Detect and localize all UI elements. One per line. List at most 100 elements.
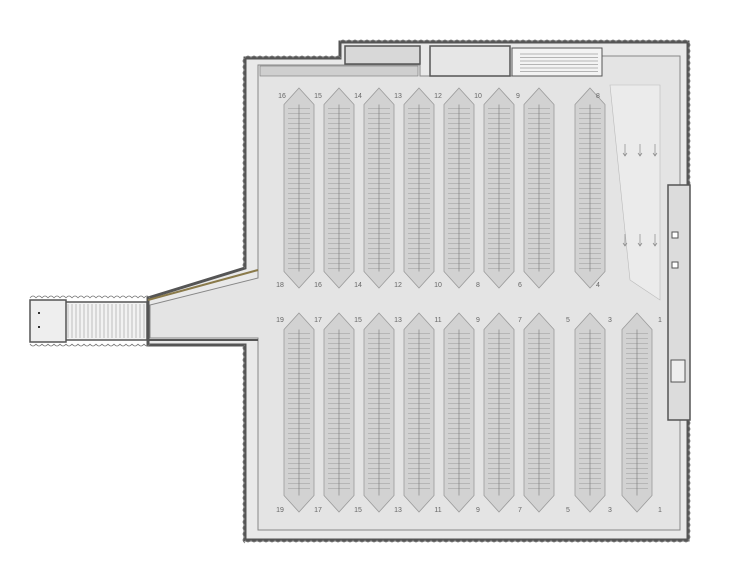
wall-tooth (435, 39, 443, 43)
wall-tooth (670, 539, 678, 543)
wall-tooth (549, 39, 557, 43)
wall-tooth (143, 295, 151, 299)
wall-tooth (242, 249, 246, 257)
wall-tooth (687, 521, 691, 529)
wall-tooth (682, 539, 690, 543)
wall-tooth (466, 539, 474, 543)
wall-tooth (242, 93, 246, 101)
wall-tooth (687, 161, 691, 169)
bridge-dot-2 (38, 326, 40, 328)
bay-number: 9 (516, 93, 520, 100)
wall-tooth (687, 425, 691, 433)
wall-tooth (358, 539, 366, 543)
wall-tooth (53, 343, 61, 347)
wall-tooth (687, 173, 691, 181)
wall-tooth (304, 55, 312, 59)
wall-tooth (242, 165, 246, 173)
wall-tooth (107, 343, 115, 347)
bay-number: 15 (354, 507, 362, 514)
wall-tooth (687, 47, 691, 55)
wall-tooth (298, 55, 306, 59)
bridge-stair-lines (67, 304, 145, 338)
wall-tooth (388, 539, 396, 543)
wall-tooth (627, 39, 635, 43)
wall-tooth (478, 539, 486, 543)
wall-tooth (471, 39, 479, 43)
wall-tooth (550, 539, 558, 543)
wall-tooth (640, 539, 648, 543)
wall-tooth (242, 213, 246, 221)
wall-tooth (687, 41, 691, 49)
bay-number: 16 (278, 93, 286, 100)
storage-bay (283, 87, 315, 289)
wall-tooth (687, 71, 691, 79)
wall-tooth (669, 39, 677, 43)
wall-tooth (334, 55, 342, 59)
wall-tooth (562, 539, 570, 543)
wall-tooth (131, 295, 139, 299)
wall-tooth (310, 55, 318, 59)
storage-bay (483, 87, 515, 289)
wall-tooth (143, 343, 151, 347)
wall-tooth (242, 105, 246, 113)
wall-tooth (242, 207, 246, 215)
bay-number: 11 (434, 507, 441, 514)
wall-tooth (346, 539, 354, 543)
bay-number: 9 (476, 317, 480, 324)
storage-bay (323, 312, 355, 513)
bay-number: 16 (314, 282, 322, 289)
wall-tooth (242, 99, 246, 107)
wall-tooth (137, 343, 145, 347)
wall-tooth (411, 39, 419, 43)
wall-tooth (370, 539, 378, 543)
wall-tooth (242, 231, 246, 239)
wall-tooth (262, 539, 270, 543)
wall-tooth (687, 149, 691, 157)
service-room (344, 45, 421, 65)
wall-tooth (242, 434, 246, 442)
wall-tooth (663, 39, 671, 43)
lift-shaft (511, 47, 603, 77)
wall-tooth (242, 476, 246, 484)
wall-tooth (137, 295, 145, 299)
wall-tooth (339, 39, 347, 43)
wall-tooth (352, 539, 360, 543)
wall-tooth (448, 539, 456, 543)
wall-tooth (280, 55, 288, 59)
wall-tooth (526, 539, 534, 543)
storage-bay (403, 87, 435, 289)
wall-tooth (597, 39, 605, 43)
right-unit (670, 359, 686, 383)
wall-tooth (496, 539, 504, 543)
wall-tooth (242, 524, 246, 532)
wall-tooth (687, 503, 691, 511)
wall-tooth (242, 404, 246, 412)
wall-tooth (95, 343, 103, 347)
wall-tooth (242, 81, 246, 89)
wall-tooth (71, 295, 79, 299)
wall-tooth (242, 398, 246, 406)
wall-tooth (628, 539, 636, 543)
wall-tooth (441, 39, 449, 43)
wall-tooth (447, 39, 455, 43)
wall-tooth (394, 539, 402, 543)
wall-tooth (83, 295, 91, 299)
wall-tooth (316, 539, 324, 543)
wall-tooth (242, 506, 246, 514)
wall-tooth (519, 39, 527, 43)
wall-tooth (242, 141, 246, 149)
wall-tooth (417, 39, 425, 43)
wall-tooth (364, 539, 372, 543)
wall-tooth (298, 539, 306, 543)
wall-tooth (430, 539, 438, 543)
wall-tooth (616, 539, 624, 543)
wall-tooth (119, 343, 127, 347)
wall-tooth (525, 39, 533, 43)
wall-tooth (687, 431, 691, 439)
wall-tooth (29, 295, 37, 299)
wall-tooth (454, 539, 462, 543)
wall-tooth (603, 39, 611, 43)
wall-tooth (125, 295, 133, 299)
circulation-arrows (622, 144, 658, 247)
